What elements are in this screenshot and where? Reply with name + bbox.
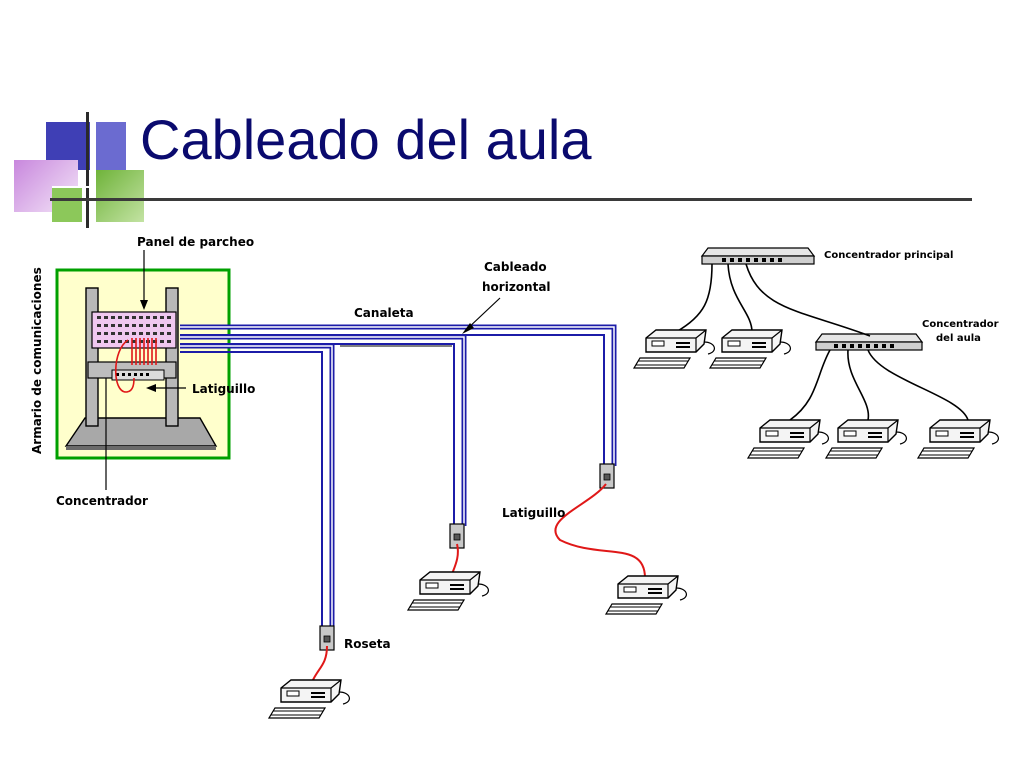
cable-tray [180, 324, 617, 628]
computer-icon [268, 679, 351, 719]
computer-icon [825, 419, 908, 459]
computer-icon [917, 419, 1000, 459]
page-title: Cableado del aula [140, 108, 592, 171]
computer-icon [605, 575, 688, 615]
network-cables [675, 263, 969, 421]
decor-green-square-small [52, 186, 82, 222]
label-concentrador-aula-2: del aula [936, 333, 981, 344]
network-hub-icon [700, 247, 816, 265]
decor-green-square [96, 170, 144, 222]
label-concentrador-aula-1: Concentrador [922, 319, 999, 330]
computer-icon [709, 329, 792, 369]
label-cableado: Cableado [484, 260, 547, 274]
title-rule [50, 198, 972, 201]
computer-icon [747, 419, 830, 459]
label-concentrador-principal: Concentrador principal [824, 250, 953, 261]
label-armario: Armario de comunicaciones [30, 267, 44, 454]
label-roseta: Roseta [344, 637, 391, 651]
label-horizontal: horizontal [482, 280, 551, 294]
computer-icon [633, 329, 716, 369]
rack-icon [55, 268, 231, 460]
decor-horizontal-line [52, 186, 94, 188]
label-panel-de-parcheo: Panel de parcheo [137, 235, 254, 249]
decor-vertical-line [86, 112, 89, 228]
wall-outlet-icon [599, 463, 615, 489]
label-pointers [105, 250, 501, 490]
label-canaleta: Canaleta [354, 306, 414, 320]
network-hub-icon [814, 333, 924, 351]
label-latiguillo-rack: Latiguillo [192, 382, 255, 396]
label-concentrador: Concentrador [56, 494, 148, 508]
label-latiguillo: Latiguillo [502, 506, 565, 520]
computer-icon [407, 571, 490, 611]
decor-blue-square-small [96, 122, 126, 170]
